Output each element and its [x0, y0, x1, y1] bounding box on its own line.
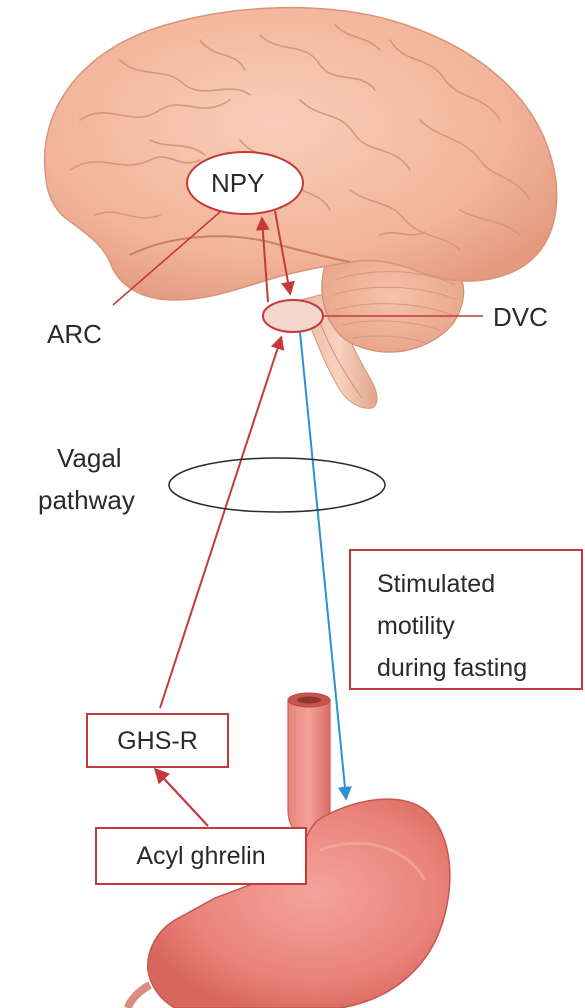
vagal-pathway-ring [169, 458, 385, 512]
ghrelin-to-ghsr-arrow [156, 770, 208, 826]
stimulated-motility-box: Stimulated motility during fasting [349, 549, 583, 690]
arc-label: ARC [47, 319, 102, 350]
stimulated-line1: Stimulated [377, 563, 581, 605]
dvc-label: DVC [493, 302, 548, 333]
acyl-ghrelin-label: Acyl ghrelin [97, 842, 305, 871]
cerebrum [45, 8, 557, 300]
stimulated-line3: during fasting [377, 647, 581, 689]
acyl-ghrelin-box: Acyl ghrelin [95, 827, 307, 885]
vagal-afferent-arrow [160, 338, 281, 708]
stimulated-line2: motility [377, 605, 581, 647]
dvc-node [263, 300, 323, 332]
npy-label: NPY [211, 168, 264, 199]
ghsr-label: GHS-R [88, 727, 227, 756]
ghsr-box: GHS-R [86, 713, 229, 768]
vagal-label-line1: Vagal [57, 443, 122, 474]
vagal-label-line2: pathway [38, 485, 135, 516]
